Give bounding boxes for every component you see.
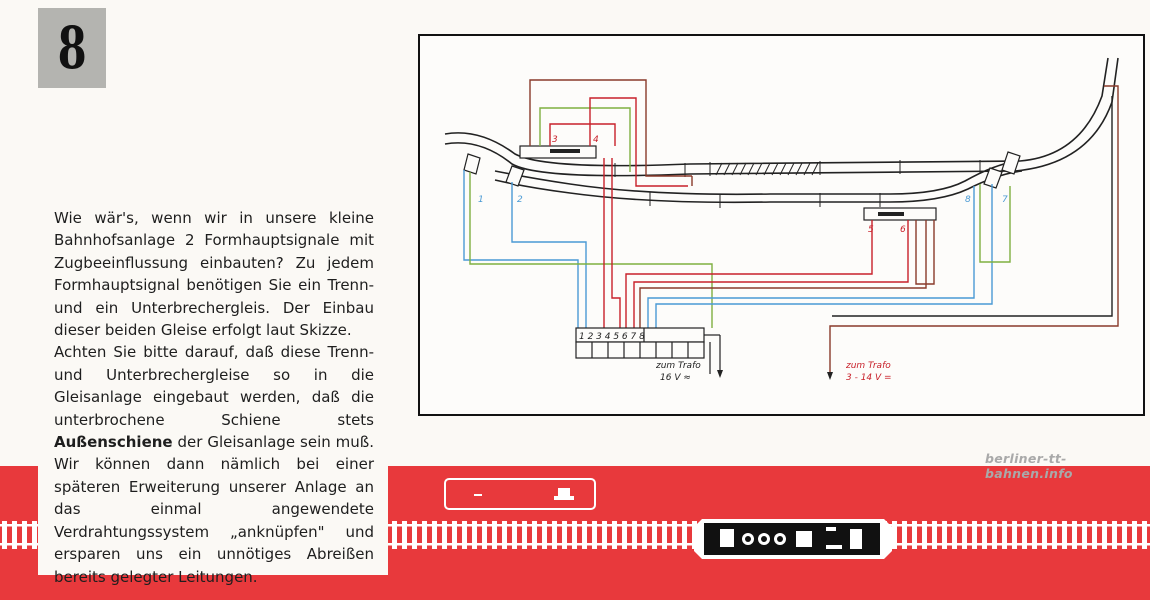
rail-joints	[614, 160, 981, 208]
wiring-diagram: 1 2 3 4 5 6 7 8 1 2 3 4 5 6 7 8 zum Traf…	[418, 34, 1145, 416]
trafo-label-1-line1: zum Trafo	[655, 361, 701, 371]
terminal-strip	[575, 327, 721, 374]
arrow-icon	[827, 372, 833, 380]
signal-icon	[863, 207, 937, 221]
page-number: 8	[57, 14, 87, 82]
wire-label-5: 5	[868, 225, 874, 235]
paragraph-1: Wie wär's, wenn wir in unsere kleine Bah…	[54, 209, 374, 340]
paragraph-2-start: Achten Sie bitte darauf, daß diese Trenn…	[54, 343, 374, 429]
wire-label-1: 1	[478, 195, 484, 205]
track-icon	[0, 519, 1150, 559]
trafo-label-2-line2: 3 - 14 V =	[846, 373, 892, 383]
switch-markers	[463, 151, 1021, 189]
arrow-icon	[717, 370, 723, 378]
wire-label-8: 8	[965, 195, 971, 205]
isolated-section	[709, 161, 821, 176]
body-text: Wie wär's, wenn wir in unsere kleine Bah…	[54, 207, 374, 588]
wires	[463, 79, 1119, 374]
trafo-label-2-line1: zum Trafo	[845, 361, 891, 371]
wire-label-3: 3	[552, 135, 558, 145]
watermark: berliner-tt-bahnen.info	[985, 451, 1073, 481]
signal-icon	[519, 145, 597, 159]
wire-label-6: 6	[900, 225, 906, 235]
trafo-label-1-line2: 16 V ≈	[660, 373, 691, 383]
terminal-label: 1 2 3 4 5 6 7 8	[579, 332, 645, 342]
text-card	[38, 190, 388, 575]
page-number-box: 8	[38, 8, 106, 88]
locomotive-icon	[694, 519, 892, 559]
wire-label-2: 2	[517, 195, 523, 205]
paragraph-2-end: der Gleisanlage sein muß. Wir können dan…	[54, 433, 374, 586]
wiring-diagram-svg: 1 2 3 4 5 6 7 8 1 2 3 4 5 6 7 8 zum Traf…	[444, 57, 1119, 383]
wire-label-4: 4	[593, 135, 599, 145]
signal-icon	[444, 478, 596, 510]
track-lines	[444, 57, 1119, 204]
emphasis-outer-rail: Außenschiene	[54, 433, 173, 452]
wire-label-7: 7	[1002, 195, 1008, 205]
